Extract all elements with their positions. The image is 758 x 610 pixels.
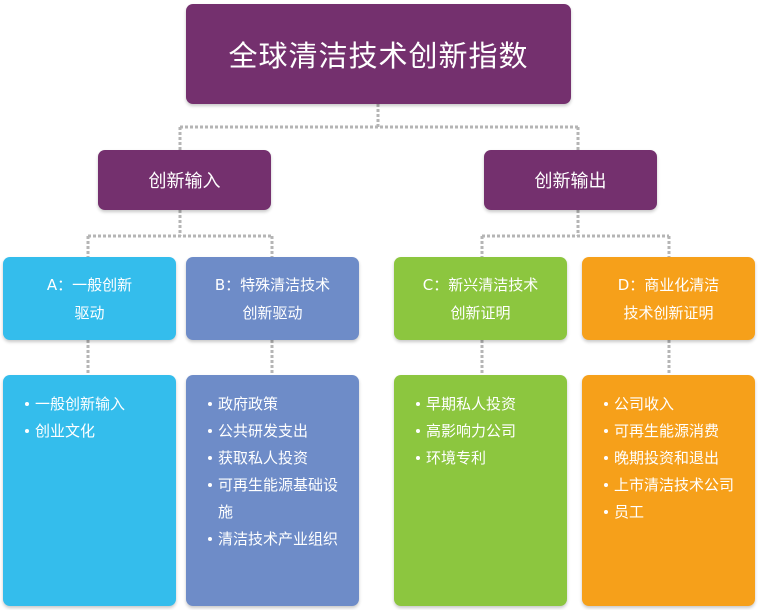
heading-c-line-1: C：新兴清洁技术 — [422, 275, 539, 294]
list-d: 公司收入 可再生能源消费 晚期投资和退出 上市清洁技术公司 员工 — [582, 375, 755, 606]
list-item: 清洁技术产业组织 — [208, 526, 349, 553]
list-a: 一般创新输入 创业文化 — [3, 375, 176, 606]
heading-a-line-1: A：一般创新 — [46, 275, 133, 294]
node-innovation-input: 创新输入 — [98, 150, 271, 210]
heading-d: D：商业化清洁 技术创新证明 — [582, 257, 755, 340]
list-c: 早期私人投资 高影响力公司 环境专利 — [394, 375, 567, 606]
heading-b-line-1: B：特殊清洁技术 — [214, 275, 331, 294]
list-item: 晚期投资和退出 — [604, 445, 745, 472]
heading-d-line-1: D：商业化清洁 — [617, 275, 720, 294]
list-item: 公共研发支出 — [208, 418, 349, 445]
list-b: 政府政策 公共研发支出 获取私人投资 可再生能源基础设施 清洁技术产业组织 — [186, 375, 359, 606]
list-item: 可再生能源基础设施 — [208, 472, 349, 526]
list-item: 可再生能源消费 — [604, 418, 745, 445]
list-item: 高影响力公司 — [416, 418, 557, 445]
list-item: 上市清洁技术公司 — [604, 472, 745, 499]
node-innovation-input-label: 创新输入 — [148, 171, 221, 192]
list-item: 创业文化 — [25, 418, 166, 445]
heading-a-line-2: 驱动 — [74, 303, 105, 322]
list-item: 公司收入 — [604, 391, 745, 418]
list-item: 获取私人投资 — [208, 445, 349, 472]
node-innovation-output: 创新输出 — [484, 150, 657, 210]
list-item: 员工 — [604, 499, 745, 526]
heading-d-line-2: 技术创新证明 — [623, 303, 714, 322]
heading-c-line-2: 创新证明 — [450, 303, 511, 322]
heading-b-line-2: 创新驱动 — [242, 303, 303, 322]
heading-a: A：一般创新 驱动 — [3, 257, 176, 340]
heading-c: C：新兴清洁技术 创新证明 — [394, 257, 567, 340]
list-item: 环境专利 — [416, 445, 557, 472]
node-innovation-output-label: 创新输出 — [534, 171, 607, 192]
root-node: 全球清洁技术创新指数 — [186, 4, 571, 104]
root-title: 全球清洁技术创新指数 — [228, 39, 529, 73]
list-item: 政府政策 — [208, 391, 349, 418]
list-item: 一般创新输入 — [25, 391, 166, 418]
heading-b: B：特殊清洁技术 创新驱动 — [186, 257, 359, 340]
list-item: 早期私人投资 — [416, 391, 557, 418]
